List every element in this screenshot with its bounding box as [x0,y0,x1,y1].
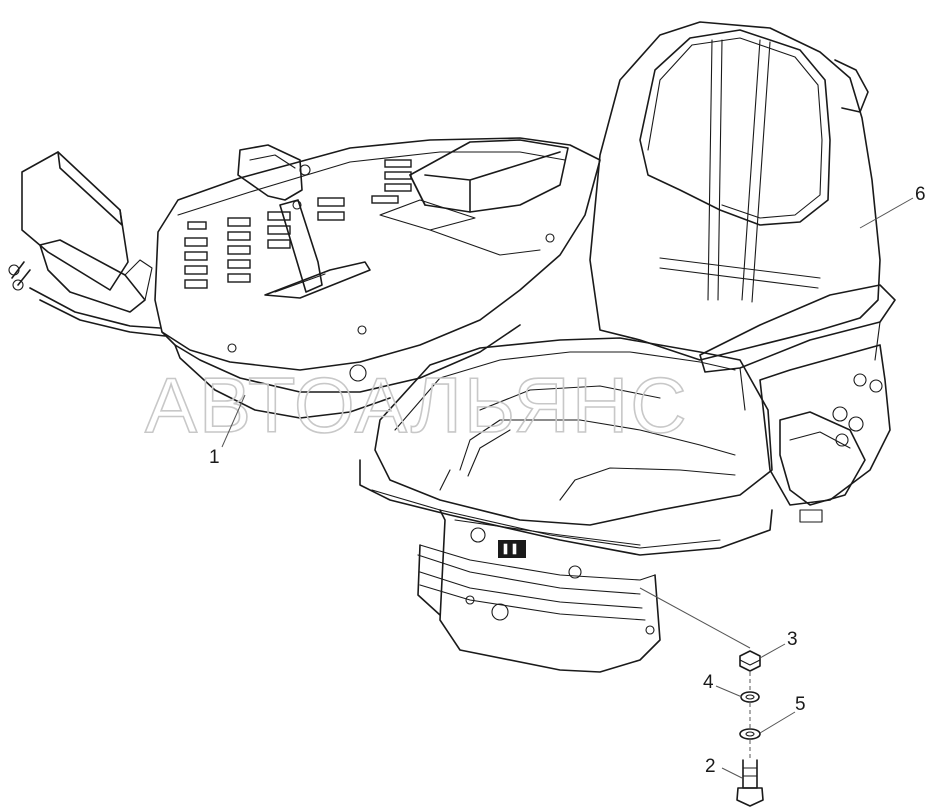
monitor-bracket [8,151,166,337]
fasteners [639,587,764,807]
callout-3: 3 [787,629,798,650]
callouts: 1 2 3 4 5 6 [209,184,926,779]
operator-seat [359,21,896,556]
callout-6: 6 [915,184,926,205]
watermark-text: АВТОАЛЬЯНС [145,361,689,449]
seat-suspension [417,509,661,673]
callout-4: 4 [703,672,714,693]
callout-5: 5 [795,694,806,715]
callout-1: 1 [209,447,220,468]
control-console [154,137,601,419]
callout-2: 2 [705,756,716,777]
